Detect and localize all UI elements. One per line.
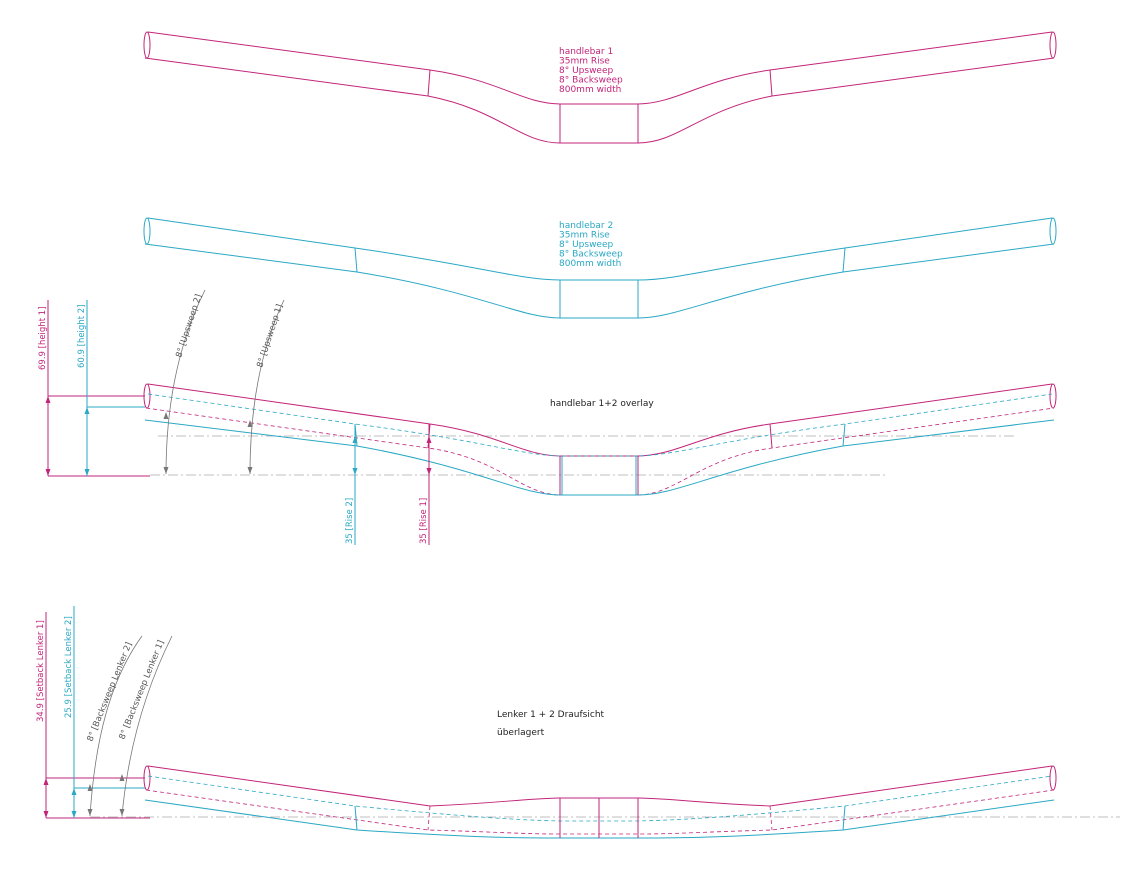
setback-2-label: 25.9 [Setback Lenker 2] [64,616,74,718]
handlebar-1-spec-text: handlebar 1 35mm Rise 8° Upsweep 8° Back… [559,47,623,95]
upsweep-angle-arcs [163,289,285,475]
handlebar-1-width: 800mm width [559,85,621,95]
top-view-drawing [90,765,1120,839]
height-2-label: 60.9 [height 2] [77,305,87,368]
handlebar-1-rise: 35mm Rise [559,57,610,67]
overlay-drawing [143,383,1057,496]
handlebar-1-backsweep: 8° Backsweep [559,76,623,86]
handlebar-2-drawing [143,217,1057,319]
setback-1-label: 34.9 [Setback Lenker 1] [36,620,46,722]
handlebar-2-spec-text: handlebar 2 35mm Rise 8° Upsweep 8° Back… [559,221,623,269]
top-view-title: Lenker 1 + 2 Draufsicht [497,710,605,720]
upsweep-1-label: 8° [Upsweep 1] [255,303,285,369]
setback-dimensions [43,606,150,819]
handlebar-2-width: 800mm width [559,259,621,269]
handlebar-2-backsweep: 8° Backsweep [559,250,623,260]
handlebar-2-rise: 35mm Rise [559,231,610,241]
handlebar-1-drawing [143,31,1057,144]
handlebar-1-title: handlebar 1 [559,47,613,57]
handlebar-1-upsweep: 8° Upsweep [559,66,614,76]
handlebar-2-title: handlebar 2 [559,221,613,231]
height-1-label: 69.9 [height 1] [38,307,48,370]
overlay-height-dimensions [45,300,150,477]
handlebar-2-upsweep: 8° Upsweep [559,240,614,250]
backsweep-angle-arcs [87,635,173,817]
overlay-title: handlebar 1+2 overlay [550,399,654,409]
rise-dimensions [352,424,432,545]
rise-2-label: 35 [Rise 2] [345,498,355,544]
top-view-subtitle: überlagert [497,728,545,738]
upsweep-2-label: 8° [Upsweep 2] [174,293,204,359]
rise-1-label: 35 [Rise 1] [419,498,429,544]
